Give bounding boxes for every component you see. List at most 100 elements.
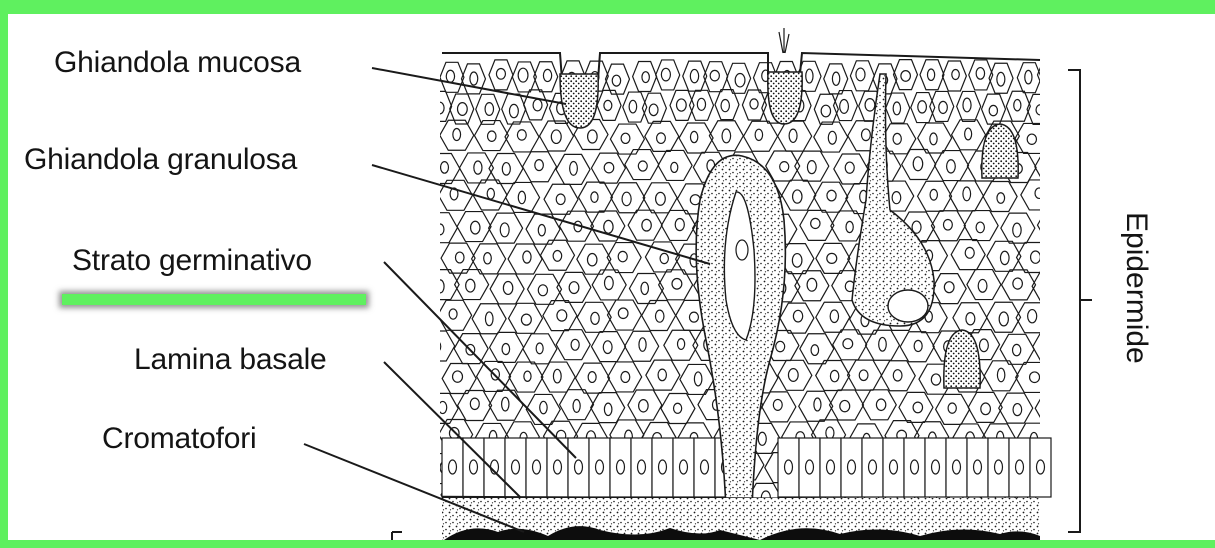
- cell-nucleus: [543, 69, 551, 81]
- cell-nucleus: [436, 224, 444, 235]
- cell-nucleus: [618, 308, 628, 319]
- epidermal-cell: [490, 274, 524, 304]
- epidermal-cell: [629, 274, 663, 304]
- cell-nucleus: [518, 68, 528, 82]
- label-ghiandola-granulosa: Ghiandola granulosa: [24, 143, 297, 177]
- epidermal-cell: [524, 90, 548, 120]
- epidermal-cell: [642, 301, 676, 331]
- cell-nucleus: [466, 279, 475, 292]
- epidermal-cell: [1017, 63, 1041, 93]
- epidermal-cell: [628, 210, 662, 240]
- cell-nucleus: [474, 161, 482, 174]
- cell-nucleus: [999, 312, 1008, 326]
- cell-nucleus: [1013, 404, 1022, 416]
- epidermal-cell: [778, 360, 812, 390]
- cell-nucleus: [642, 219, 651, 231]
- basal-cell: [526, 438, 547, 497]
- epidermal-cell: [951, 240, 985, 270]
- cell-nucleus: [672, 278, 682, 289]
- epidermal-cell: [473, 180, 507, 210]
- epidermal-cell: [824, 64, 848, 94]
- cell-nucleus: [587, 254, 596, 266]
- epidermal-cell: [438, 300, 472, 330]
- basal-cell: [673, 438, 694, 497]
- cell-nucleus: [502, 163, 510, 176]
- cell-nucleus: [538, 224, 545, 235]
- cell-nucleus: [436, 280, 444, 293]
- cell-nucleus: [655, 310, 663, 322]
- epidermal-cell: [426, 153, 460, 183]
- cell-nucleus: [639, 400, 649, 412]
- cell-nucleus: [639, 338, 646, 352]
- cell-nucleus: [806, 69, 813, 83]
- epidermal-cell: [658, 150, 692, 180]
- epidermal-cell: [645, 121, 679, 151]
- cell-nucleus: [496, 69, 505, 80]
- epidermal-cell: [557, 272, 591, 302]
- epidermal-cell: [608, 362, 642, 392]
- epidermal-cell: [799, 391, 833, 421]
- epidermal-cell: [459, 153, 493, 183]
- cell-nucleus: [603, 341, 612, 354]
- epidermal-cell: [607, 300, 641, 330]
- epidermal-cell: [440, 62, 464, 92]
- cell-nucleus: [502, 343, 510, 354]
- cell-nucleus: [621, 133, 630, 143]
- epidermal-cell: [936, 394, 970, 424]
- basal-cell: [904, 438, 925, 497]
- cell-nucleus: [861, 129, 870, 141]
- cell-nucleus: [978, 279, 987, 292]
- cell-nucleus: [656, 192, 666, 205]
- cell-nucleus: [947, 160, 956, 173]
- cell-nucleus: [948, 403, 956, 413]
- epidermal-cell: [421, 331, 455, 361]
- epidermal-cell: [502, 94, 526, 124]
- cell-nucleus: [913, 157, 922, 171]
- epidermal-cell: [984, 361, 1018, 391]
- epidermal-cell: [578, 182, 612, 212]
- basal-cell: [694, 438, 715, 497]
- cell-nucleus: [963, 187, 971, 201]
- epidermal-cell: [661, 393, 695, 423]
- cell-nucleus: [446, 70, 454, 82]
- cell-nucleus: [573, 399, 580, 412]
- epidermal-cell: [969, 60, 993, 90]
- mucous-gland-2: [768, 72, 802, 124]
- cell-nucleus: [533, 99, 542, 111]
- cell-nucleus: [830, 310, 838, 323]
- cell-nucleus: [658, 369, 666, 381]
- cell-nucleus: [944, 282, 954, 293]
- epidermal-cell: [575, 363, 609, 393]
- cell-nucleus: [591, 312, 599, 324]
- basal-cell: [946, 438, 967, 497]
- epidermis-bracket: [1068, 70, 1092, 532]
- cell-nucleus: [776, 341, 785, 351]
- cell-nucleus: [441, 162, 449, 174]
- cell-nucleus: [892, 192, 901, 204]
- cell-nucleus: [557, 310, 567, 321]
- epidermal-cell: [458, 390, 492, 420]
- cell-nucleus: [540, 401, 547, 413]
- epidermal-cell: [814, 122, 848, 152]
- label-lamina-basale: Lamina basale: [134, 343, 327, 377]
- cell-nucleus: [943, 219, 952, 230]
- cell-nucleus: [570, 161, 578, 175]
- cell-nucleus: [952, 70, 959, 80]
- cell-nucleus: [827, 190, 836, 201]
- cell-nucleus: [773, 399, 782, 410]
- cell-nucleus: [931, 374, 940, 385]
- basal-cell: [841, 438, 862, 497]
- cell-nucleus: [913, 402, 922, 413]
- cell-nucleus: [735, 73, 745, 86]
- cell-nucleus: [788, 369, 798, 382]
- epidermal-cell: [476, 94, 500, 124]
- epidermal-cell: [952, 120, 986, 150]
- cell-nucleus: [690, 69, 698, 82]
- epidermal-cell: [893, 60, 917, 90]
- epidermal-cell: [727, 63, 751, 93]
- basal-cell: [631, 438, 652, 497]
- cell-nucleus: [449, 309, 457, 319]
- basal-cell: [967, 438, 988, 497]
- epidermal-cell: [440, 120, 474, 150]
- epidermal-cell: [523, 334, 557, 364]
